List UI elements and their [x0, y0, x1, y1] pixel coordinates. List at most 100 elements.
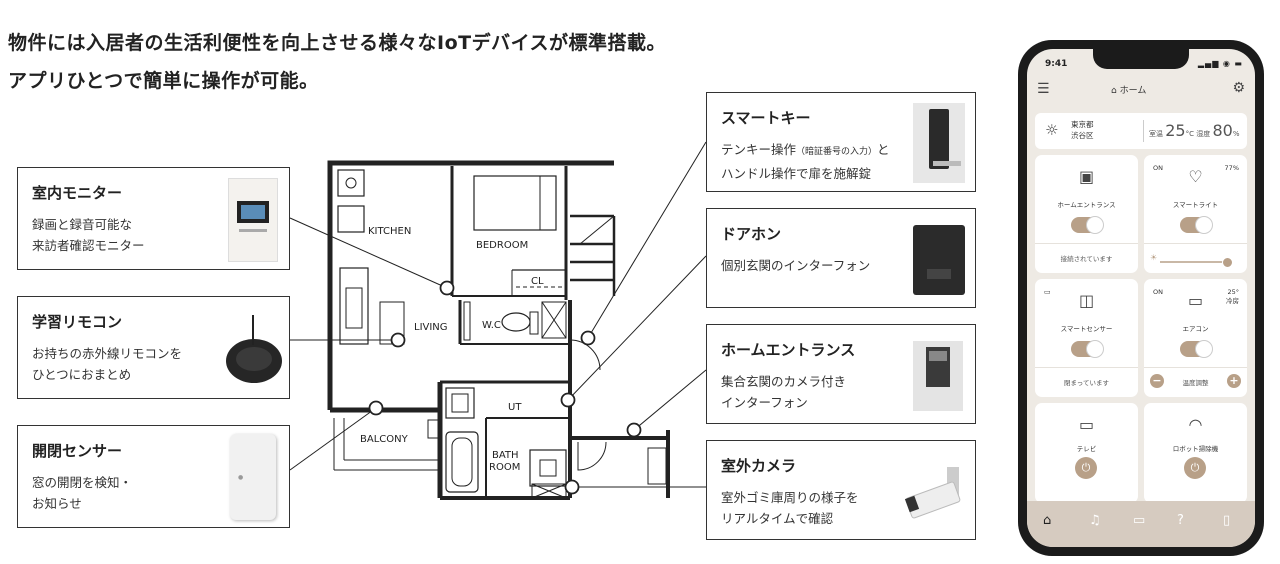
nav-title: ⌂ ホーム — [1111, 83, 1146, 96]
entrance-toggle[interactable] — [1071, 216, 1104, 234]
device-desc-line: 集合玄関のカメラ付き — [721, 374, 847, 389]
gear-icon[interactable]: ⚙ — [1232, 80, 1245, 96]
battery-icon: ▭ — [1044, 288, 1051, 296]
chat-icon[interactable]: ▭ — [1133, 513, 1146, 528]
learning-remote-image — [224, 311, 284, 387]
leader-line-entrance — [633, 369, 707, 431]
phone-mockup: 9:41 ▂▄▆ ◉ ▬ ☰ ⌂ ホーム ⚙ ☼ 東京都 渋谷区 室温 25°C… — [1018, 40, 1264, 556]
brightness-percent: 77% — [1224, 164, 1239, 172]
room-label-room: ROOM — [489, 462, 520, 473]
open-close-sensor-image: ● — [230, 434, 276, 520]
aircon-mode: 冷房 — [1226, 297, 1239, 305]
wifi-icon: ◠ — [1188, 415, 1203, 434]
nav-title-text: ホーム — [1119, 86, 1147, 96]
temp-value: 25 — [1165, 121, 1186, 140]
tile-status: 温度調整 — [1182, 379, 1209, 387]
tile-smart-sensor[interactable]: ▭ ◫ スマートセンサー 閉まっています — [1035, 279, 1138, 397]
tile-name: スマートライト — [1172, 201, 1219, 209]
status-time: 9:41 — [1045, 59, 1068, 69]
home-icon[interactable]: ⌂ — [1043, 513, 1052, 528]
device-desc-line: 来訪者確認モニター — [32, 238, 145, 253]
device-desc-line: ひとつにおまとめ — [32, 367, 132, 382]
room-label-bath: BATH — [492, 450, 519, 461]
device-title: 室内モニター — [32, 184, 123, 202]
bulb-icon: ♡ — [1188, 167, 1203, 186]
bell-icon[interactable]: ♫ — [1089, 513, 1101, 528]
tile-name: スマートセンサー — [1060, 325, 1113, 333]
device-card-open-close-sensor: 開閉センサー 窓の開閉を検知・ お知らせ ● — [17, 425, 290, 528]
room-label-bedroom: BEDROOM — [476, 240, 528, 251]
tile-status: 接続されています — [1060, 255, 1113, 263]
app-screen: 9:41 ▂▄▆ ◉ ▬ ☰ ⌂ ホーム ⚙ ☼ 東京都 渋谷区 室温 25°C… — [1027, 49, 1255, 547]
device-desc-line: 録画と録音可能な — [32, 217, 133, 232]
aircon-icon: ▭ — [1187, 291, 1204, 310]
indoor-monitor-image — [228, 178, 278, 262]
device-desc-note: （暗証番号の入力） — [796, 147, 878, 157]
device-desc-line: お持ちの赤外線リモコンを — [32, 346, 183, 361]
leader-line-smartkey — [587, 141, 707, 339]
on-label: ON — [1153, 288, 1163, 296]
bookmark-icon[interactable]: ▯ — [1223, 513, 1231, 528]
power-icon[interactable]: ⏻ — [1075, 457, 1097, 479]
home-icon: ⌂ — [1111, 86, 1117, 96]
room-label-kitchen: KITCHEN — [368, 226, 411, 237]
device-desc-part: テンキー操作 — [721, 142, 797, 157]
entrance-panel-image — [913, 341, 963, 411]
light-toggle[interactable] — [1180, 216, 1213, 234]
sensor-toggle[interactable] — [1071, 340, 1104, 358]
device-title: ホームエントランス — [721, 341, 856, 359]
device-desc-line: リアルタイムで確認 — [721, 511, 834, 526]
location-ward: 渋谷区 — [1071, 131, 1094, 140]
tile-name: ロボット掃除機 — [1172, 445, 1219, 453]
menu-icon[interactable]: ☰ — [1037, 81, 1050, 97]
room-label-living: LIVING — [414, 322, 448, 333]
tile-robot-vacuum[interactable]: ◠ ロボット掃除機 ⏻ — [1144, 403, 1247, 503]
tile-smart-light[interactable]: ON 77% ♡ スマートライト ☀ — [1144, 155, 1247, 273]
temp-up-button[interactable]: + — [1227, 374, 1241, 388]
brightness-slider[interactable] — [1160, 257, 1233, 268]
temp-unit: °C — [1185, 130, 1194, 138]
device-desc-line: 窓の開閉を検知・ — [32, 475, 133, 490]
leader-line-sensor — [289, 407, 377, 471]
device-title: 室外カメラ — [721, 457, 797, 475]
room-label-closet: CL — [531, 276, 544, 287]
tile-home-entrance[interactable]: ▣ ホームエントランス 接続されています — [1035, 155, 1138, 273]
device-title: 開閉センサー — [32, 442, 123, 460]
room-label-balcony: BALCONY — [360, 434, 409, 445]
humidity-unit: % — [1232, 130, 1240, 138]
device-card-smart-key: スマートキー テンキー操作（暗証番号の入力）と ハンドル操作で扉を施解錠 — [706, 92, 976, 192]
device-title: 学習リモコン — [32, 313, 123, 331]
device-title: スマートキー — [721, 109, 811, 127]
app-header: ☰ ⌂ ホーム ⚙ — [1027, 77, 1255, 105]
weather-panel: ☼ 東京都 渋谷区 室温 25°C 湿度 80% — [1035, 113, 1247, 149]
leader-line-doorphone — [567, 255, 707, 401]
humidity-value: 80 — [1212, 121, 1233, 140]
device-desc-line: お知らせ — [32, 496, 82, 511]
device-card-outdoor-camera: 室外カメラ 室外ゴミ庫周りの様子を リアルタイムで確認 — [706, 440, 976, 540]
doorphone-image — [913, 225, 965, 295]
bottom-nav: ⌂ ♫ ▭ ? ▯ — [1027, 501, 1255, 547]
humidity-label: 湿度 — [1196, 130, 1211, 138]
phone-notch — [1093, 49, 1189, 69]
device-desc-line: ハンドル操作で扉を施解錠 — [721, 166, 872, 181]
leader-line-monitor — [289, 217, 448, 289]
device-card-learning-remote: 学習リモコン お持ちの赤外線リモコンを ひとつにおまとめ — [17, 296, 290, 399]
tile-name: テレビ — [1076, 445, 1097, 453]
temp-down-button[interactable]: − — [1150, 374, 1164, 388]
tile-tv[interactable]: ▭ テレビ ⏻ — [1035, 403, 1138, 503]
tile-aircon[interactable]: ON 25° 冷房 ▭ エアコン − 温度調整 + — [1144, 279, 1247, 397]
power-icon[interactable]: ⏻ — [1184, 457, 1206, 479]
room-label-ut: UT — [508, 402, 522, 413]
tv-icon: ▭ — [1078, 415, 1095, 434]
entrance-panel-icon: ▣ — [1078, 167, 1095, 186]
page-heading-line2: アプリひとつで簡単に操作が可能。 — [8, 70, 319, 92]
device-desc-line: 室外ゴミ庫周りの様子を — [721, 490, 859, 505]
device-card-indoor-monitor: 室内モニター 録画と録音可能な 来訪者確認モニター — [17, 167, 290, 270]
outdoor-camera-image — [903, 463, 969, 523]
help-icon[interactable]: ? — [1177, 513, 1184, 528]
tile-status: 閉まっています — [1064, 379, 1109, 387]
aircon-toggle[interactable] — [1180, 340, 1213, 358]
on-label: ON — [1153, 164, 1163, 172]
tile-name: ホームエントランス — [1057, 201, 1116, 209]
tile-name: エアコン — [1182, 325, 1209, 333]
